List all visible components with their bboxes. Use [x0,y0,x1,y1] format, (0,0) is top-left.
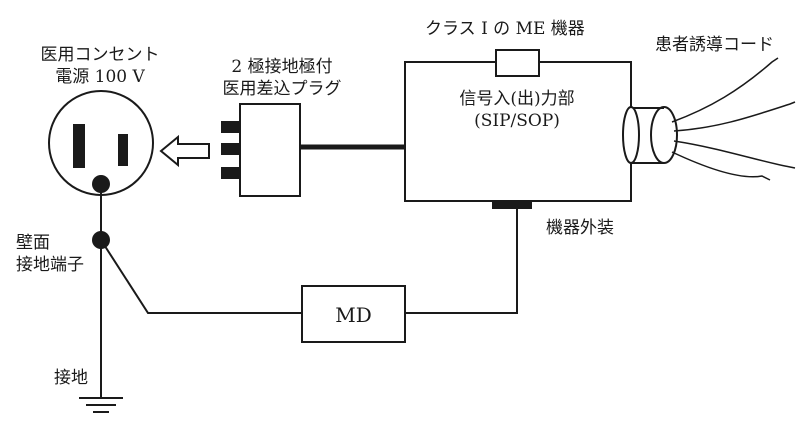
measuring-device: MD [301,285,406,343]
device-tab [495,49,540,77]
plug-label-line1: 2 極接地極付 [231,57,333,77]
insert-arrow-icon [159,134,210,168]
connector-back [650,106,678,164]
outlet-slot-right [118,134,128,166]
enclosure-terminal-bar [492,201,532,209]
lead-wire-2 [673,101,796,132]
measurement-wire-right [405,209,518,314]
lead-wire-4 [671,151,771,181]
me-device [404,49,632,209]
three-prong-plug [221,103,301,197]
device-title: クラス I の ME 機器 [425,19,585,39]
plug-body [239,103,301,197]
plug-label: 2 極接地極付 医用差込プラグ [212,56,352,100]
signal-part-line2: (SIP/SOP) [474,111,560,131]
wall-ground-terminal [92,231,110,249]
earth-ground-icon [79,397,123,413]
outlet-label-line1: 医用コンセント [40,45,160,65]
measurement-wire-left [100,239,302,314]
lead-wire-3 [673,140,796,169]
outlet-label-line2: 電源 100 V [55,67,145,87]
enclosure-label: 機器外装 [546,218,614,238]
outlet-slot-left [73,124,85,168]
ground-wiring [100,184,518,398]
md-label: MD [335,303,372,327]
patient-lead-cords [671,57,796,181]
wall-ground-line2: 接地端子 [16,255,84,275]
plug-prong-bottom [221,167,241,179]
patient-cord-label: 患者誘導コード [655,35,774,55]
medical-outlet [48,90,154,196]
plug-prong-middle [221,143,241,155]
patient-lead-connector [622,106,678,164]
wall-ground-label: 壁面 接地端子 [16,232,84,276]
signal-part-line1: 信号入(出)力部 [459,89,575,109]
signal-part-label: 信号入(出)力部 (SIP/SOP) [437,88,597,132]
plug-label-line2: 医用差込プラグ [222,79,342,99]
lead-wire-1 [671,57,779,123]
md-box [301,285,406,343]
outlet-label: 医用コンセント 電源 100 V [20,44,180,88]
wall-ground-line1: 壁面 [16,233,50,253]
plug-prong-top [221,121,241,133]
earth-label: 接地 [54,368,88,388]
connector-front [622,106,640,164]
